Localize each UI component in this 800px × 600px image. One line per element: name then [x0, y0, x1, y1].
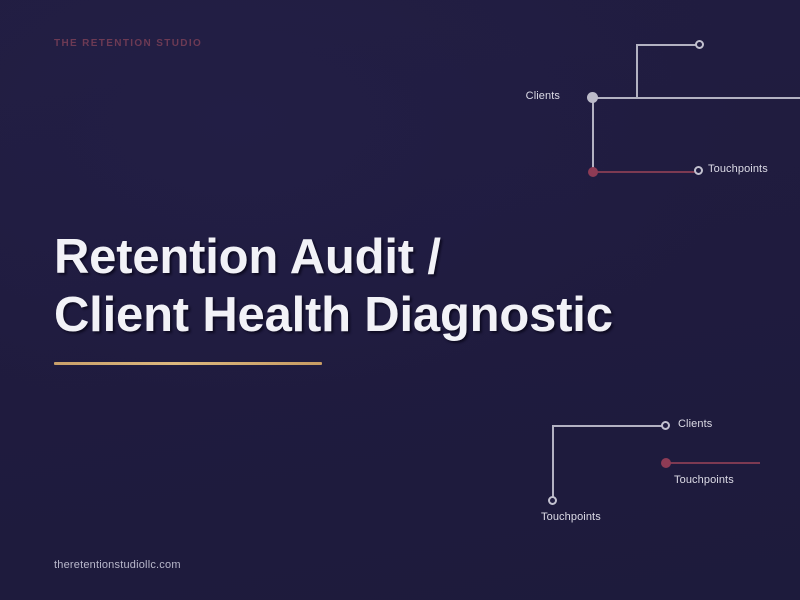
top-right-diagram: Clients Touchpoints [0, 0, 800, 200]
bottom-right-diagram: Clients Touchpoints Touchpoints [0, 390, 800, 540]
top-line-vertical-drop [592, 98, 594, 172]
page-title-line-2: Client Health Diagnostic [54, 288, 613, 342]
bottom-line-maroon [666, 462, 760, 464]
bottom-line-vertical-drop [552, 425, 554, 501]
bottom-touchpoints-maroon-node[interactable] [661, 458, 671, 468]
top-line-maroon-to-touchpoints [593, 171, 697, 173]
footer-website-url[interactable]: theretentionstudiollc.com [54, 559, 181, 571]
bottom-label-touchpoints-right: Touchpoints [674, 474, 734, 486]
bottom-touchpoints-node[interactable] [548, 496, 557, 505]
top-upper-hollow-node[interactable] [695, 40, 704, 49]
top-line-vertical-riser [636, 44, 638, 99]
top-clients-node[interactable] [587, 92, 598, 103]
top-label-clients: Clients [525, 90, 560, 102]
page-title-line-1: Retention Audit / [54, 230, 441, 284]
title-accent-rule [54, 362, 322, 365]
top-touchpoints-hollow-node[interactable] [694, 166, 703, 175]
top-label-touchpoints: Touchpoints [708, 163, 768, 175]
top-line-to-upper-node [636, 44, 698, 46]
top-line-clients-to-right [593, 97, 800, 99]
bottom-label-touchpoints-left: Touchpoints [541, 511, 601, 523]
top-touchpoints-maroon-node[interactable] [588, 167, 598, 177]
title-block: Retention Audit / Client Health Diagnost… [54, 228, 754, 365]
brand-eyebrow: THE RETENTION STUDIO [54, 38, 203, 49]
bottom-label-clients: Clients [678, 418, 713, 430]
bottom-clients-node[interactable] [661, 421, 670, 430]
bottom-line-to-clients [552, 425, 664, 427]
